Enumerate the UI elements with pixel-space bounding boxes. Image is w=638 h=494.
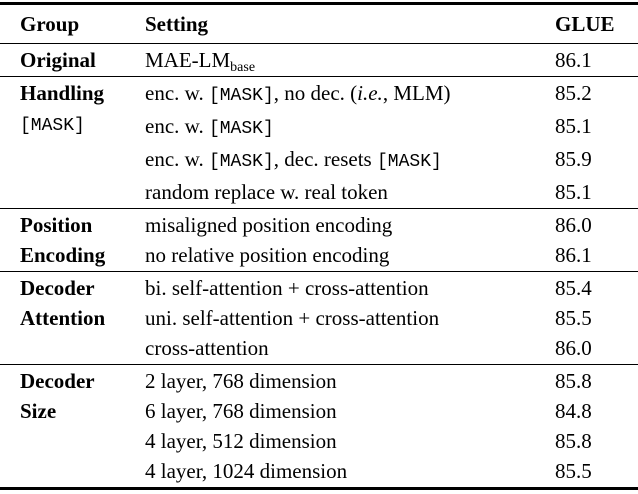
- text-segment-italic: i.e.: [357, 81, 383, 105]
- text-segment: bi. self-attention + cross-attention: [145, 276, 429, 300]
- setting-text: cross-attention: [145, 333, 555, 365]
- table-row: 4 layer, 1024 dimension 85.5: [0, 456, 638, 489]
- group-label-line: Original: [20, 45, 145, 75]
- setting-text: 4 layer, 512 dimension: [145, 426, 555, 456]
- table-row: enc. w. [MASK]85.1: [0, 111, 638, 144]
- text-segment-mono: [MASK]: [20, 116, 85, 136]
- group-label-line: [MASK]: [20, 108, 145, 141]
- glue-value: 86.1: [555, 243, 592, 267]
- setting-text: no relative position encoding: [145, 240, 555, 272]
- text-segment: 6 layer, 768 dimension: [145, 399, 337, 423]
- text-segment-mono: [MASK]: [208, 152, 274, 172]
- table-row: 4 layer, 512 dimension 85.8: [0, 426, 638, 456]
- table-row: cross-attention 86.0: [0, 333, 638, 365]
- table-row: random replace w. real token 85.1: [0, 177, 638, 209]
- table-row: enc. w. [MASK], dec. resets [MASK]85.9: [0, 144, 638, 177]
- group-label-line: Encoding: [20, 240, 145, 270]
- table-header: Group Setting GLUE: [0, 4, 638, 44]
- text-segment-bold: Decoder: [20, 369, 95, 393]
- setting-text: 4 layer, 1024 dimension: [145, 456, 555, 489]
- glue-value: 84.8: [555, 399, 592, 423]
- header-row: Group Setting GLUE: [0, 4, 638, 44]
- table-row: Handling[MASK]enc. w. [MASK], no dec. (i…: [0, 77, 638, 136]
- text-segment: cross-attention: [145, 336, 269, 360]
- text-segment: random replace w. real token: [145, 180, 388, 204]
- group-label-line: Handling: [20, 78, 145, 108]
- table-row: 6 layer, 768 dimension 84.8: [0, 396, 638, 426]
- text-segment-bold: Decoder: [20, 276, 95, 300]
- section-handling-mask: Handling[MASK]enc. w. [MASK], no dec. (i…: [0, 77, 638, 209]
- table-row: uni. self-attention + cross-attention 85.…: [0, 303, 638, 333]
- glue-value: 85.2: [555, 81, 592, 105]
- glue-value: 85.9: [555, 147, 592, 171]
- glue-value: 85.1: [555, 180, 592, 204]
- group-label-line: Attention: [20, 303, 145, 333]
- text-segment: enc. w.: [145, 81, 209, 105]
- group-label-line: Size: [20, 396, 145, 426]
- glue-value: 86.0: [555, 336, 592, 360]
- group-label-line: Position: [20, 210, 145, 240]
- text-segment-mono: [MASK]: [208, 119, 274, 139]
- text-segment-bold: Size: [20, 399, 57, 423]
- text-segment-bold: Handling: [20, 81, 105, 105]
- text-segment: , MLM): [382, 81, 451, 105]
- text-segment: , no dec. (: [273, 81, 358, 105]
- setting-text: enc. w. [MASK]: [145, 111, 555, 144]
- setting-text: enc. w. [MASK], no dec. (i.e., MLM): [145, 77, 555, 112]
- text-segment-bold: Original: [20, 48, 96, 72]
- table-row: no relative position encoding 86.1: [0, 240, 638, 272]
- text-segment: enc. w.: [145, 147, 209, 171]
- group-label-line: Decoder: [20, 273, 145, 303]
- setting-text: random replace w. real token: [145, 177, 555, 209]
- setting-text: enc. w. [MASK], dec. resets [MASK]: [145, 144, 555, 177]
- glue-value: 85.4: [555, 276, 592, 300]
- text-segment-bold: Attention: [20, 306, 106, 330]
- text-segment: uni. self-attention + cross-attention: [145, 306, 440, 330]
- setting-text: 6 layer, 768 dimension: [145, 396, 555, 426]
- text-segment-bold: Encoding: [20, 243, 106, 267]
- group-label-line: Decoder: [20, 366, 145, 396]
- glue-value: 85.1: [555, 114, 592, 138]
- setting-text: misaligned position encoding: [145, 209, 555, 241]
- text-segment: , dec. resets: [273, 147, 377, 171]
- text-segment: 2 layer, 768 dimension: [145, 369, 337, 393]
- text-segment-mono: [MASK]: [208, 86, 274, 106]
- glue-value: 85.8: [555, 429, 592, 453]
- column-header-setting: Setting: [145, 12, 208, 36]
- text-segment-sub: base: [230, 60, 256, 75]
- text-segment: MAE-LM: [145, 48, 231, 72]
- column-header-group: Group: [20, 12, 80, 36]
- text-segment: 4 layer, 512 dimension: [145, 429, 337, 453]
- setting-text: 2 layer, 768 dimension: [145, 365, 555, 397]
- text-segment: 4 layer, 1024 dimension: [145, 459, 348, 483]
- setting-text: bi. self-attention + cross-attention: [145, 272, 555, 304]
- text-segment-mono: [MASK]: [376, 152, 442, 172]
- text-segment: misaligned position encoding: [145, 213, 393, 237]
- glue-value: 86.0: [555, 213, 592, 237]
- setting-text: uni. self-attention + cross-attention: [145, 303, 555, 333]
- text-segment-bold: Position: [20, 213, 93, 237]
- group-label: Handling [MASK]: [0, 77, 145, 209]
- setting-text: MAE-LMbase: [145, 44, 555, 77]
- text-segment: no relative position encoding: [145, 243, 390, 267]
- column-header-glue: GLUE: [555, 12, 615, 36]
- glue-value: 85.5: [555, 459, 592, 483]
- glue-value: 86.1: [555, 48, 592, 72]
- group-label: Original: [0, 44, 145, 77]
- glue-value: 85.5: [555, 306, 592, 330]
- glue-value: 85.8: [555, 369, 592, 393]
- text-segment: enc. w.: [145, 114, 209, 138]
